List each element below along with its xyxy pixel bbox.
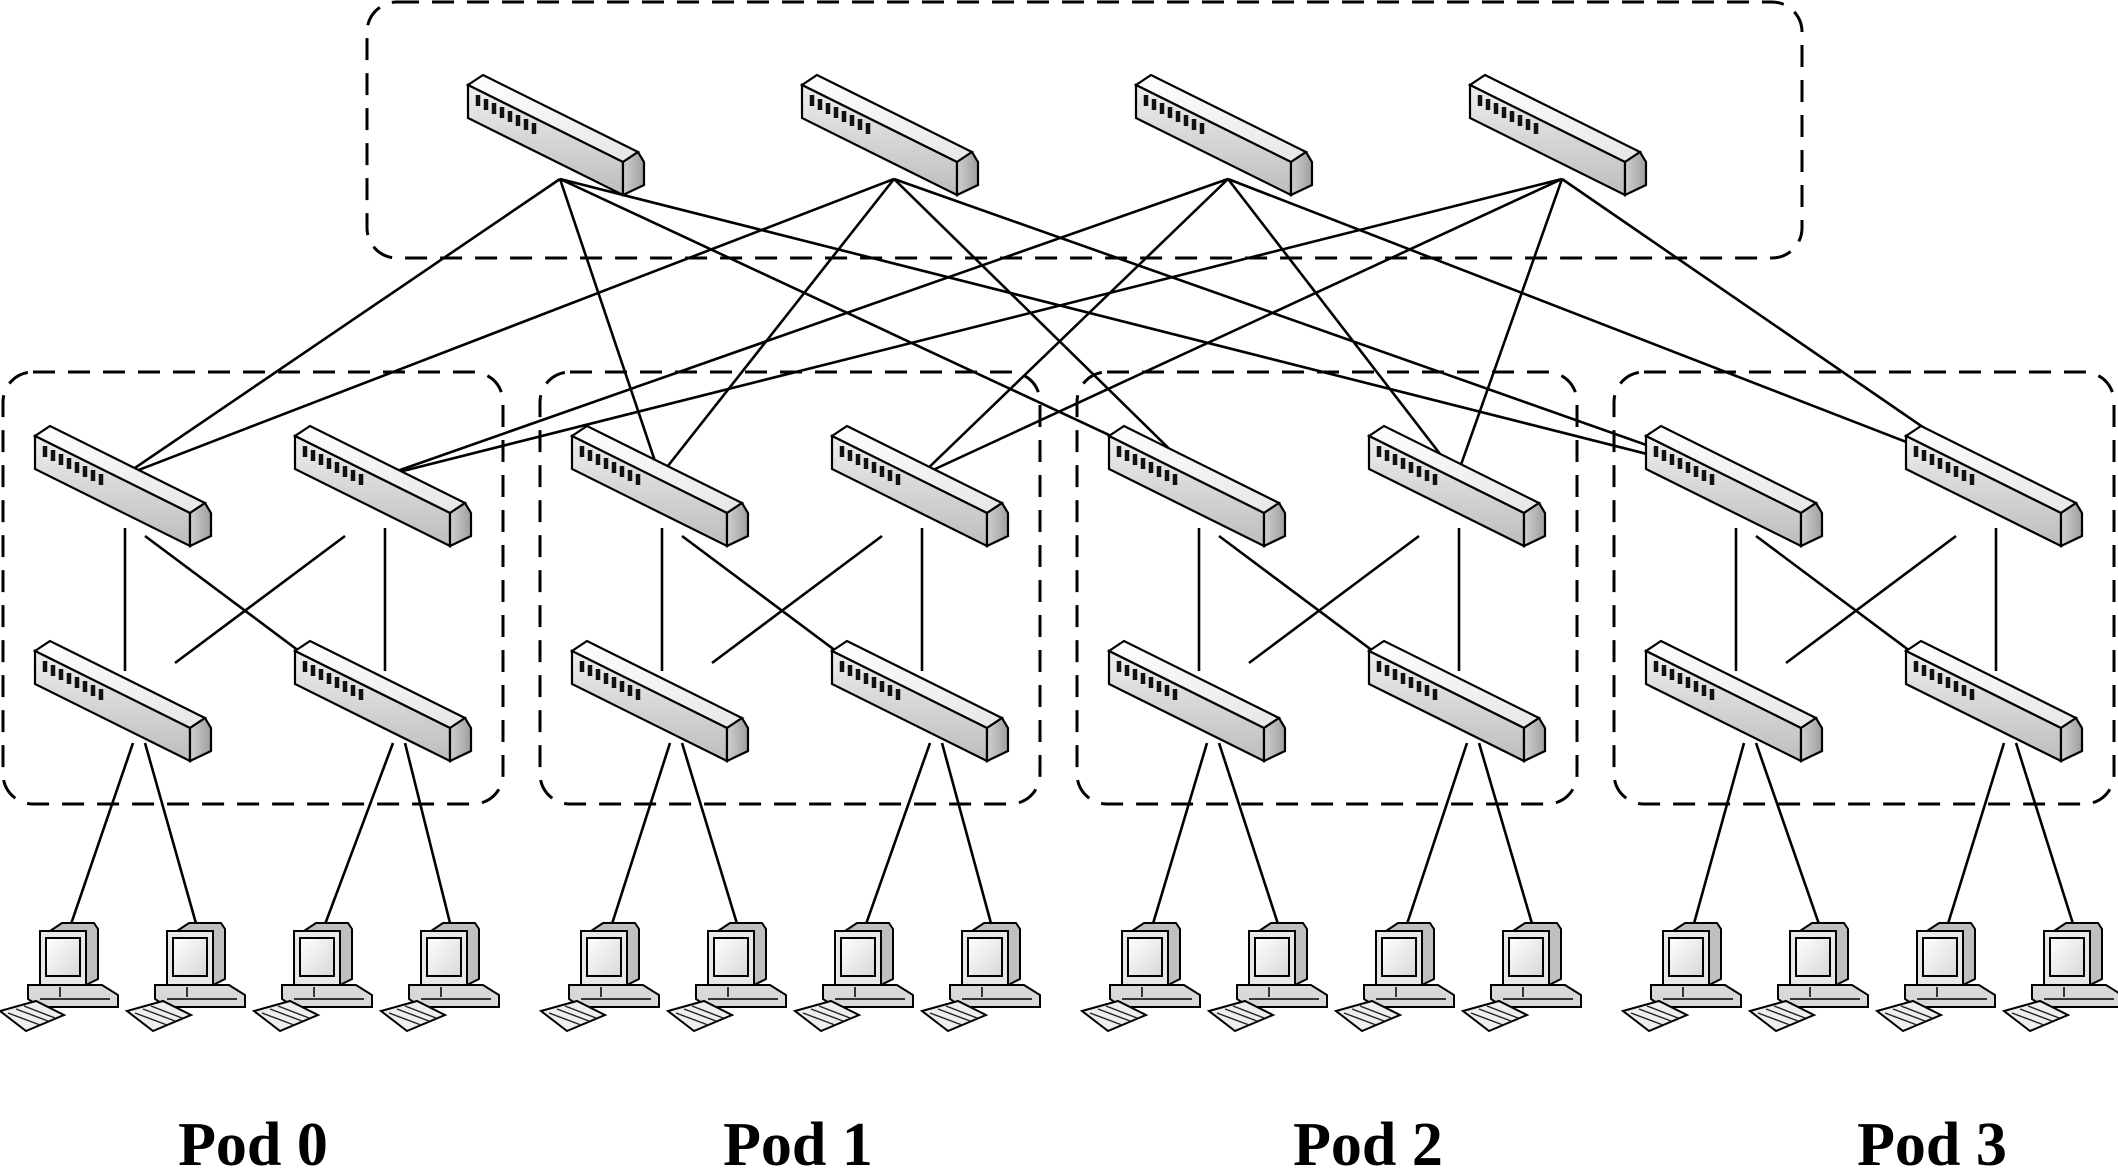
host-computer-icon-7 <box>921 922 1041 1032</box>
edge-switch-p0-1 <box>295 641 471 761</box>
edge-host-link <box>1150 742 1209 928</box>
aggregation-switch-p1-1 <box>832 426 1008 546</box>
host-computer-icon-5 <box>667 922 787 1032</box>
host-computer-icon-4 <box>540 922 660 1032</box>
pod-label-2: Pod 2 <box>1293 1111 1443 1174</box>
core-agg-link <box>558 178 662 477</box>
agg-edge-link <box>1218 534 1390 665</box>
core-agg-link <box>658 178 896 477</box>
pod-labels: Pod 0 Pod 1 Pod 2 Pod 3 <box>178 1111 2007 1174</box>
edge-host-link <box>68 742 135 928</box>
host-computer-icon-6 <box>794 922 914 1032</box>
core-agg-link <box>893 177 1735 478</box>
core-agg-link <box>1227 177 1995 478</box>
agg-edge-link <box>174 534 346 665</box>
host-computer-icon-3 <box>380 922 500 1032</box>
switches <box>35 75 2082 761</box>
host-computer-icon-14 <box>1876 922 1996 1032</box>
edge-switch-p3-0 <box>1646 641 1822 761</box>
host-computer-icon-12 <box>1622 922 1742 1032</box>
core-agg-link <box>559 177 1735 478</box>
host-computer-icon-13 <box>1749 922 1869 1032</box>
pod-group-box-0 <box>1 370 505 806</box>
agg-edge-link <box>681 534 853 665</box>
edge-switch-p1-1 <box>832 641 1008 761</box>
hosts <box>0 922 2118 1032</box>
agg-edge-link <box>1755 534 1927 665</box>
host-computer-icon-8 <box>1081 922 1201 1032</box>
core-agg-link <box>1226 178 1459 477</box>
edge-host-link <box>1754 742 1822 928</box>
edge-switch-p2-0 <box>1109 641 1285 761</box>
host-computer-icon-1 <box>126 922 246 1032</box>
core-agg-link <box>919 177 1563 478</box>
aggregation-switch-p3-1 <box>1906 426 2082 546</box>
aggregation-switch-p0-0 <box>35 426 211 546</box>
edge-host-link <box>143 742 199 928</box>
agg-edge-link <box>1785 534 1957 665</box>
edge-host-link <box>322 742 395 928</box>
core-switch-0 <box>468 75 644 195</box>
core-switch-3 <box>1470 75 1646 195</box>
core-agg-link <box>122 177 895 478</box>
core-agg-link <box>893 178 1198 477</box>
host-computer-icon-0 <box>0 922 119 1032</box>
edge-host-link <box>403 742 453 928</box>
agg-edge-link <box>1248 534 1420 665</box>
core-agg-link <box>919 178 1229 477</box>
host-computer-icon-10 <box>1335 922 1455 1032</box>
core-switch-1 <box>802 75 978 195</box>
edge-host-link <box>1217 742 1281 928</box>
host-computer-icon-15 <box>2003 922 2118 1032</box>
edge-host-link <box>1477 742 1535 928</box>
core-agg-link <box>559 177 1198 478</box>
agg-edge-link <box>144 534 316 665</box>
host-computer-icon-2 <box>253 922 373 1032</box>
host-computer-icon-9 <box>1208 922 1328 1032</box>
aggregation-switch-p2-1 <box>1369 426 1545 546</box>
core-switch-2 <box>1136 75 1312 195</box>
aggregation-switch-p0-1 <box>295 426 471 546</box>
pod-group-box-1 <box>538 370 1042 806</box>
edge-switch-p1-0 <box>572 641 748 761</box>
core-group-box <box>365 0 1804 260</box>
edge-host-link <box>1404 742 1469 928</box>
edge-host-link <box>680 742 740 928</box>
edge-switch-p2-1 <box>1369 641 1545 761</box>
edge-switch-p0-0 <box>35 641 211 761</box>
core-agg-link <box>1455 178 1564 477</box>
core-agg-link <box>382 177 1563 478</box>
aggregation-switch-p3-0 <box>1646 426 1822 546</box>
edge-host-link <box>609 742 672 928</box>
edge-host-link <box>2014 742 2076 928</box>
edge-switch-p3-1 <box>1906 641 2082 761</box>
aggregation-switch-p1-0 <box>572 426 748 546</box>
pod-label-1: Pod 1 <box>723 1111 873 1174</box>
edge-host-link <box>1945 742 2006 928</box>
pod-label-3: Pod 3 <box>1857 1111 2007 1174</box>
pod-label-0: Pod 0 <box>178 1111 328 1174</box>
edge-host-link <box>1691 742 1746 928</box>
edge-host-link <box>863 742 932 928</box>
agg-edge-link <box>711 534 883 665</box>
host-computer-icon-11 <box>1462 922 1582 1032</box>
core-agg-link <box>382 177 1229 478</box>
links <box>68 177 2076 928</box>
edge-host-link <box>940 742 994 928</box>
pod-group-box-3 <box>1612 370 2116 806</box>
aggregation-switch-p2-0 <box>1109 426 1285 546</box>
core-agg-link <box>122 177 561 478</box>
